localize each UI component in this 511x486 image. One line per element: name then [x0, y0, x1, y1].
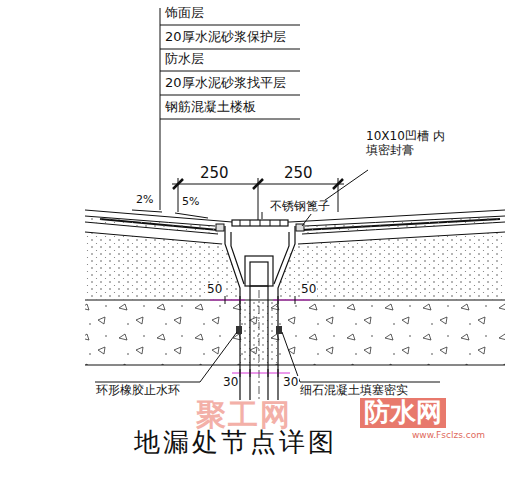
- callout-note: 细石混凝土填塞密实: [300, 384, 408, 398]
- dimension: 250: [284, 165, 313, 182]
- drawing-caption: 地漏处节点详图: [134, 428, 337, 458]
- dimension: 50: [300, 283, 317, 297]
- watermark: 防水网: [360, 398, 446, 428]
- layer-label: 钢筋混凝土楼板: [165, 100, 256, 115]
- callout-note: 10X10凹槽 内填密封膏: [366, 130, 450, 158]
- layer-label: 20厚水泥砂浆保护层: [165, 30, 286, 45]
- watermark: www.Fsclzs.com: [412, 430, 485, 440]
- dimension: 30: [222, 376, 239, 390]
- slope-mark: 2%: [136, 194, 153, 207]
- watermark: 聚工网: [196, 398, 292, 433]
- dimension: 50: [206, 283, 223, 297]
- dimension: 250: [200, 165, 229, 182]
- dimension: 30: [282, 376, 299, 390]
- layer-label: 防水层: [165, 52, 204, 67]
- callout-note: 不锈钢篦子: [270, 200, 330, 214]
- layer-label: 饰面层: [165, 6, 204, 21]
- layer-label: 20厚水泥砂浆找平层: [165, 76, 286, 91]
- slope-mark: 5%: [182, 196, 199, 209]
- callout-note: 环形橡胶止水环: [96, 384, 180, 398]
